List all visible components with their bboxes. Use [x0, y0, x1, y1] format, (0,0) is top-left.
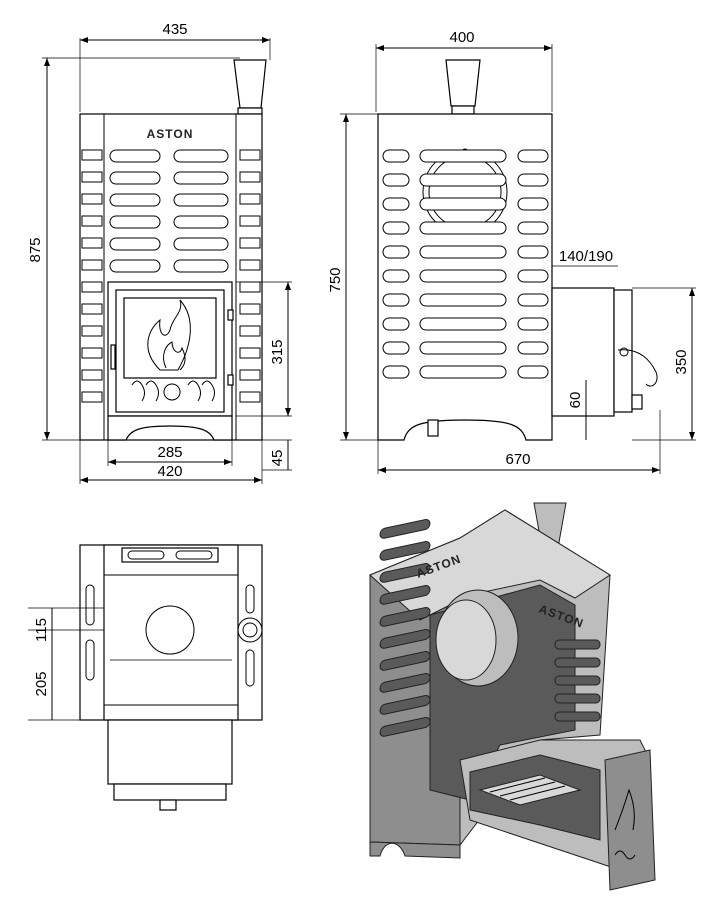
front-side-slots	[81, 149, 261, 403]
total-depth-label: 670	[505, 451, 530, 468]
tunnel-length-label: 140/190	[559, 248, 613, 265]
tunnel-offset-label: 60	[567, 392, 584, 409]
front-width-label: 435	[162, 21, 187, 38]
base-width-label: 420	[157, 463, 182, 480]
top-view: 115 205	[28, 544, 263, 811]
side-width-label: 400	[449, 29, 474, 46]
front-logo: ASTON	[147, 127, 194, 141]
iso-left-slots	[379, 519, 431, 737]
leg-height-label: 45	[269, 450, 286, 467]
top-dim-b-label: 205	[33, 671, 50, 696]
side-vent-slots	[382, 149, 549, 379]
tunnel-height-label: 350	[673, 349, 690, 374]
top-dim-a-label: 115	[33, 618, 50, 642]
door-height-label: 315	[269, 339, 286, 364]
isometric-view: ASTON ASTON	[369, 502, 656, 891]
side-view: 400 750	[327, 29, 696, 474]
front-vent-slots	[109, 149, 229, 273]
door-width-label: 285	[157, 444, 182, 461]
front-height-label: 875	[27, 237, 44, 262]
side-height-label: 750	[327, 267, 344, 292]
iso-right-slots	[554, 639, 601, 722]
front-view: 435 875 ASTON	[27, 21, 292, 484]
